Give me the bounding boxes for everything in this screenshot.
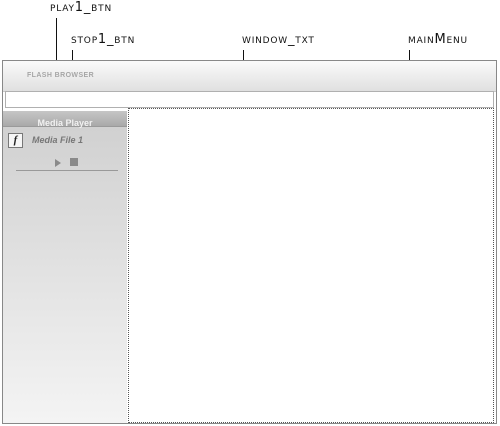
play-icon[interactable]: [55, 159, 61, 167]
media-player-sidebar: Media Player f Media File 1: [3, 111, 127, 423]
main-menu-bar[interactable]: [5, 91, 494, 108]
callout-play1-btn: PLAY1_BTN: [50, 0, 112, 15]
media-item-label: Media File 1: [32, 135, 84, 145]
flash-browser-window: FLASH BROWSER Media Player f Media File …: [2, 60, 497, 424]
app-title: FLASH BROWSER: [27, 72, 95, 79]
sidebar-header: Media Player: [3, 111, 127, 128]
title-bar: FLASH BROWSER: [3, 61, 496, 92]
stop-icon[interactable]: [70, 158, 78, 166]
callout-window-txt: WINDOW_TXT: [242, 32, 315, 47]
window-text-area[interactable]: [128, 108, 494, 423]
callout-stop1-btn: STOP1_BTN: [71, 32, 136, 47]
sidebar-header-title: Media Player: [37, 118, 93, 128]
media-item-1[interactable]: f Media File 1: [8, 133, 122, 151]
playback-controls: [16, 155, 118, 171]
flash-icon: f: [8, 133, 23, 148]
callout-main-menu: mainMenu: [408, 32, 468, 47]
